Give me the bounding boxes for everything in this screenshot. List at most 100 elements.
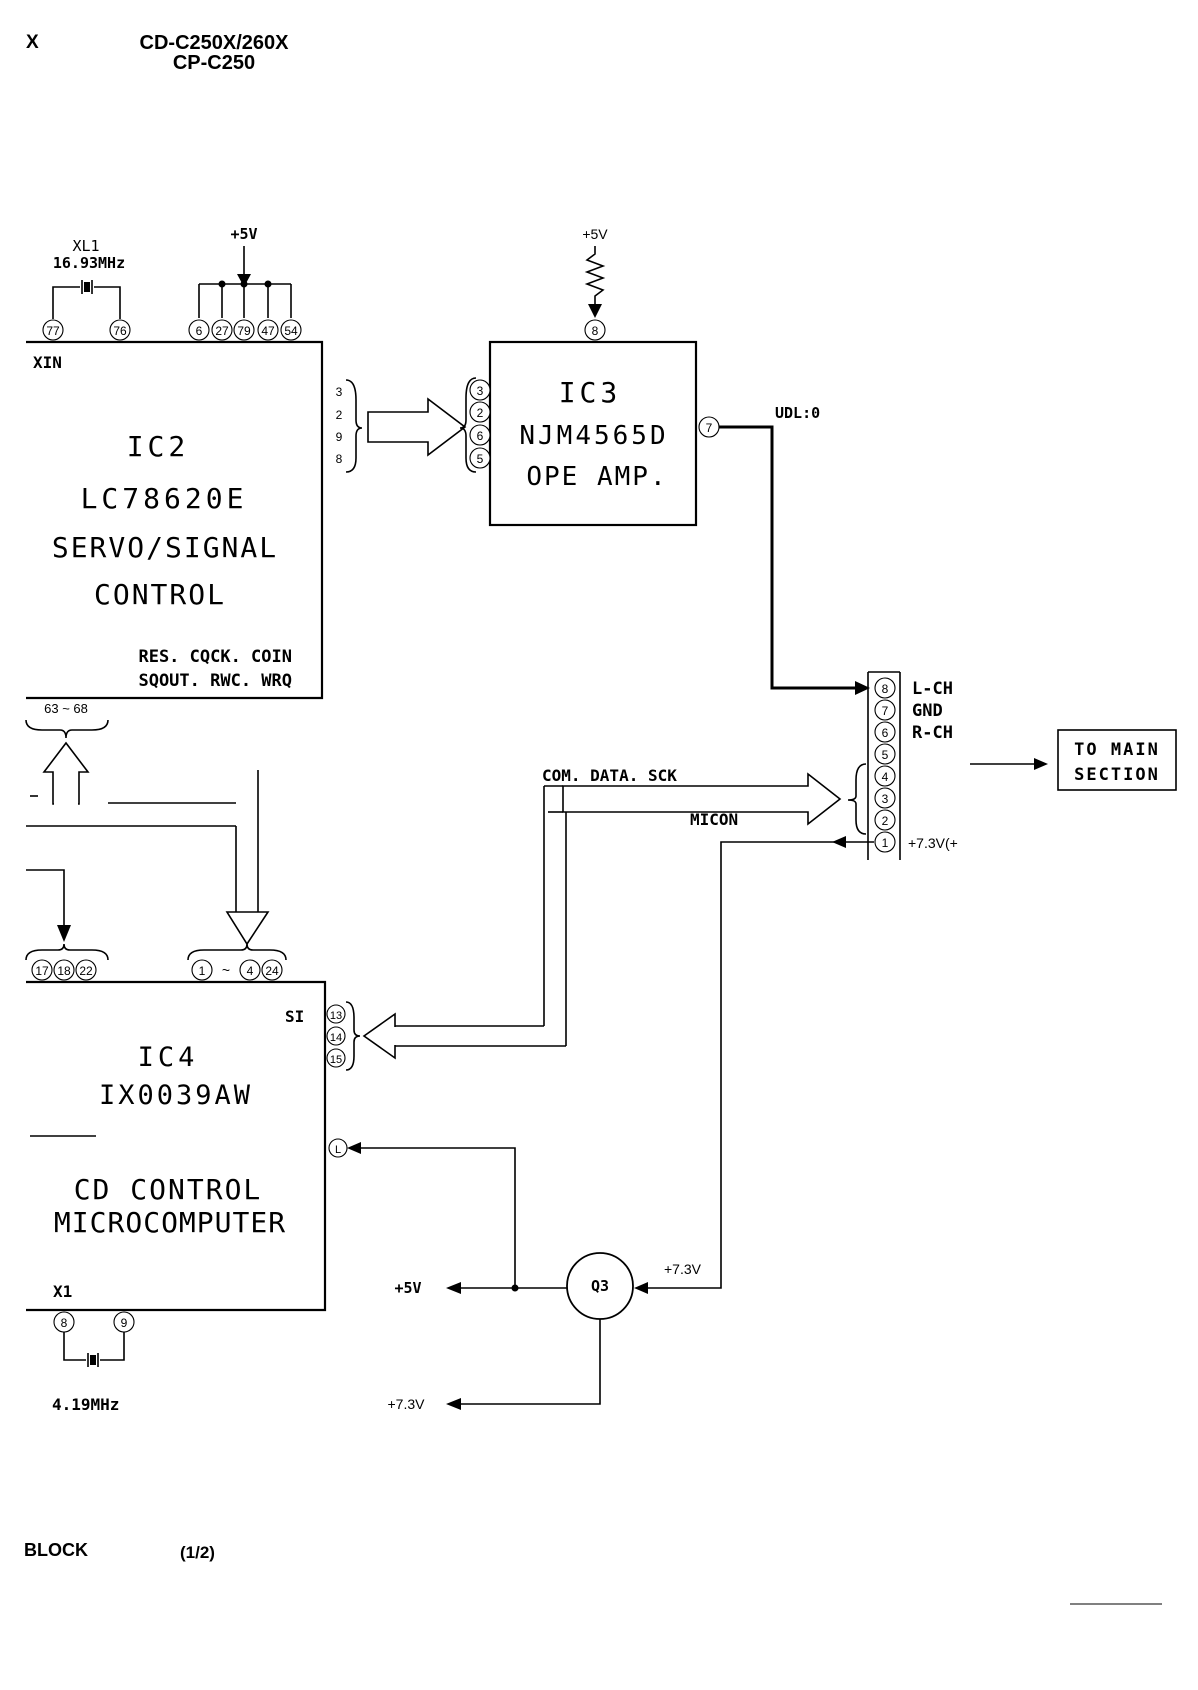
svg-text:79: 79 [237, 324, 251, 338]
ic2-right-pins: 3 2 9 8 [336, 379, 363, 473]
svg-text:3: 3 [336, 385, 343, 399]
x1-freq: 4.19MHz [52, 1395, 119, 1414]
svg-text:8: 8 [882, 682, 889, 696]
ic2-part: LC78620E [81, 482, 248, 515]
model-line-1: CD-C250X/260X [140, 32, 290, 54]
svg-text:8: 8 [61, 1316, 68, 1330]
crystal-xl1: XL1 16.93MHz 77 76 [42, 237, 131, 341]
conn-gnd: GND [912, 701, 943, 721]
svg-text:6: 6 [882, 726, 889, 740]
ic4-part: IX0039AW [99, 1080, 253, 1111]
svg-text:7: 7 [706, 421, 713, 435]
ic4-x1: X1 [53, 1282, 72, 1301]
svg-text:L: L [335, 1144, 341, 1156]
ic3-5v-label: +5V [582, 226, 608, 242]
svg-text:15: 15 [330, 1054, 342, 1066]
supply-5v-ic2: +5V 6 27 79 47 54 [188, 225, 302, 341]
svg-text:1: 1 [882, 836, 889, 850]
ic4-block: SI IC4 IX0039AW CD CONTROL MICROCOMPUTER… [26, 980, 327, 1312]
svg-text:76: 76 [113, 324, 127, 338]
ic4-right-pins: 13 14 15 L [326, 1001, 361, 1158]
svg-text:5: 5 [882, 748, 889, 762]
svg-text:3: 3 [477, 384, 484, 398]
svg-text:3: 3 [882, 792, 889, 806]
svg-text:5: 5 [477, 452, 484, 466]
svg-text:9: 9 [336, 430, 343, 444]
ic2-bottom-pins: 63 ~ 68 [25, 701, 109, 806]
xl1-name: XL1 [72, 237, 99, 255]
ic3-name: IC3 [559, 376, 622, 409]
bus-micon-label: MICON [690, 810, 738, 829]
svg-text:14: 14 [330, 1032, 342, 1044]
svg-text:77: 77 [46, 324, 60, 338]
ic2-to-ic3-arrow [367, 397, 467, 457]
xl1-pins: 77 76 [42, 319, 131, 341]
ic2-sig2: SQOUT. RWC. WRQ [138, 671, 292, 691]
ic2-func2: CONTROL [94, 578, 226, 611]
ic2-name: IC2 [127, 430, 190, 463]
svg-text:17: 17 [35, 964, 49, 978]
svg-text:6: 6 [196, 324, 203, 338]
ic2-top-pins: 6 27 79 47 54 [188, 319, 302, 341]
ic3-supply: +5V 8 [582, 226, 608, 341]
ic2-block: XIN IC2 LC78620E SERVO/SIGNAL CONTROL RE… [26, 340, 324, 700]
control-lines [26, 770, 270, 946]
svg-text:27: 27 [215, 324, 229, 338]
svg-text:2: 2 [336, 408, 343, 422]
ic3-part: NJM4565D [519, 421, 668, 451]
svg-text:13: 13 [330, 1010, 342, 1022]
footer-page-label: (1/2) [180, 1543, 215, 1562]
q3-73v-label: +7.3V [388, 1396, 426, 1412]
svg-text:1: 1 [199, 964, 206, 978]
svg-text:24: 24 [265, 964, 279, 978]
bus-com-label: COM. DATA. SCK [542, 766, 677, 785]
ic2-func1: SERVO/SIGNAL [52, 531, 278, 564]
conn-vcc: +7.3V(+ [908, 835, 958, 851]
ic2-bottom-pins-label: 63 ~ 68 [44, 701, 88, 716]
ic3-pin-8: 8 [592, 324, 599, 338]
data-bus: COM. DATA. SCK MICON [362, 766, 842, 1060]
ic4-top-pins: 17 18 22 1 ~ 4 24 [25, 943, 287, 981]
ic2-xin: XIN [33, 353, 62, 372]
to-main-line1: TO MAIN [1074, 740, 1160, 760]
supply-73v-line [660, 836, 874, 1289]
svg-text:54: 54 [284, 324, 298, 338]
q3-in-label: +7.3V [664, 1261, 702, 1277]
svg-text:4: 4 [882, 770, 889, 784]
to-main-line2: SECTION [1074, 765, 1160, 785]
ic4-func2: MICROCOMPUTER [54, 1206, 286, 1239]
q3-5v-label: +5V [394, 1279, 421, 1297]
svg-text:4: 4 [247, 964, 254, 978]
svg-text:22: 22 [79, 964, 93, 978]
ic3-left-pins: 3 2 6 5 [459, 377, 491, 473]
supply-5v-label: +5V [230, 225, 257, 243]
ic3-out-label: UDL:0 [775, 404, 820, 422]
to-main-section: TO MAIN SECTION [970, 729, 1177, 791]
ic4-func1: CD CONTROL [74, 1173, 263, 1206]
svg-text:6: 6 [477, 429, 484, 443]
corner-label: X [26, 32, 39, 53]
svg-text:~: ~ [222, 962, 230, 978]
conn-rch: R-CH [912, 723, 953, 743]
svg-text:47: 47 [261, 324, 275, 338]
ic4-si: SI [285, 1007, 304, 1026]
footer-block-label: BLOCK [24, 1540, 88, 1560]
svg-text:18: 18 [57, 964, 71, 978]
svg-text:9: 9 [121, 1316, 128, 1330]
conn-lch: L-CH [912, 679, 953, 699]
q3-regulator: Q3 +7.3V +5V +7.3V [347, 1142, 702, 1412]
svg-text:8: 8 [336, 452, 343, 466]
connector-pins: 8 7 6 5 4 3 2 1 [874, 677, 896, 853]
q3-name: Q3 [591, 1277, 609, 1295]
ic3-block: IC3 NJM4565D OPE AMP. [488, 340, 698, 527]
svg-text:2: 2 [882, 814, 889, 828]
svg-text:2: 2 [477, 406, 484, 420]
model-line-2: CP-C250 [173, 52, 255, 74]
crystal-x1: 8 9 4.19MHz [52, 1311, 135, 1414]
ic4-name: IC4 [138, 1042, 199, 1073]
svg-text:7: 7 [882, 704, 889, 718]
ic3-func: OPE AMP. [526, 462, 667, 492]
xl1-freq: 16.93MHz [53, 254, 125, 272]
ic2-sig1: RES. CQCK. COIN [138, 647, 292, 667]
